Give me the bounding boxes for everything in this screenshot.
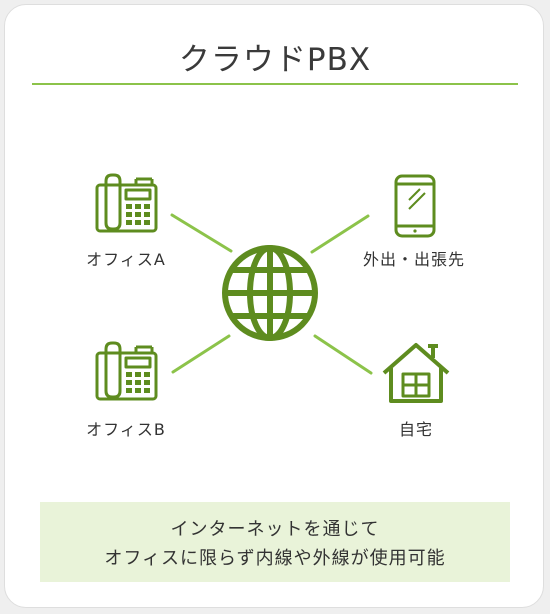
footer-line-2: オフィスに限らず内線や外線が使用可能 [104, 548, 446, 569]
connector-office-b [171, 334, 231, 374]
node-label-home: 自宅 [398, 420, 433, 439]
connector-home [313, 334, 373, 375]
node-label-office-a: オフィスA [86, 250, 166, 269]
diagram-title: クラウドPBX [178, 42, 372, 78]
desk-phone-icon-office-b [95, 341, 158, 401]
title-divider [32, 83, 518, 85]
globe-icon [222, 245, 318, 341]
smartphone-icon [394, 174, 436, 238]
desk-phone-icon-office-a [95, 173, 158, 233]
connector-office-a [170, 213, 233, 253]
node-label-mobile: 外出・出張先 [362, 250, 465, 269]
house-icon [382, 343, 450, 403]
footer-note: インターネットを通じて オフィスに限らず内線や外線が使用可能 [40, 502, 510, 582]
connector-mobile [310, 214, 370, 254]
node-label-office-b: オフィスB [86, 420, 166, 439]
connector-lines [170, 213, 373, 375]
footer-line-1: インターネットを通じて [170, 519, 380, 540]
